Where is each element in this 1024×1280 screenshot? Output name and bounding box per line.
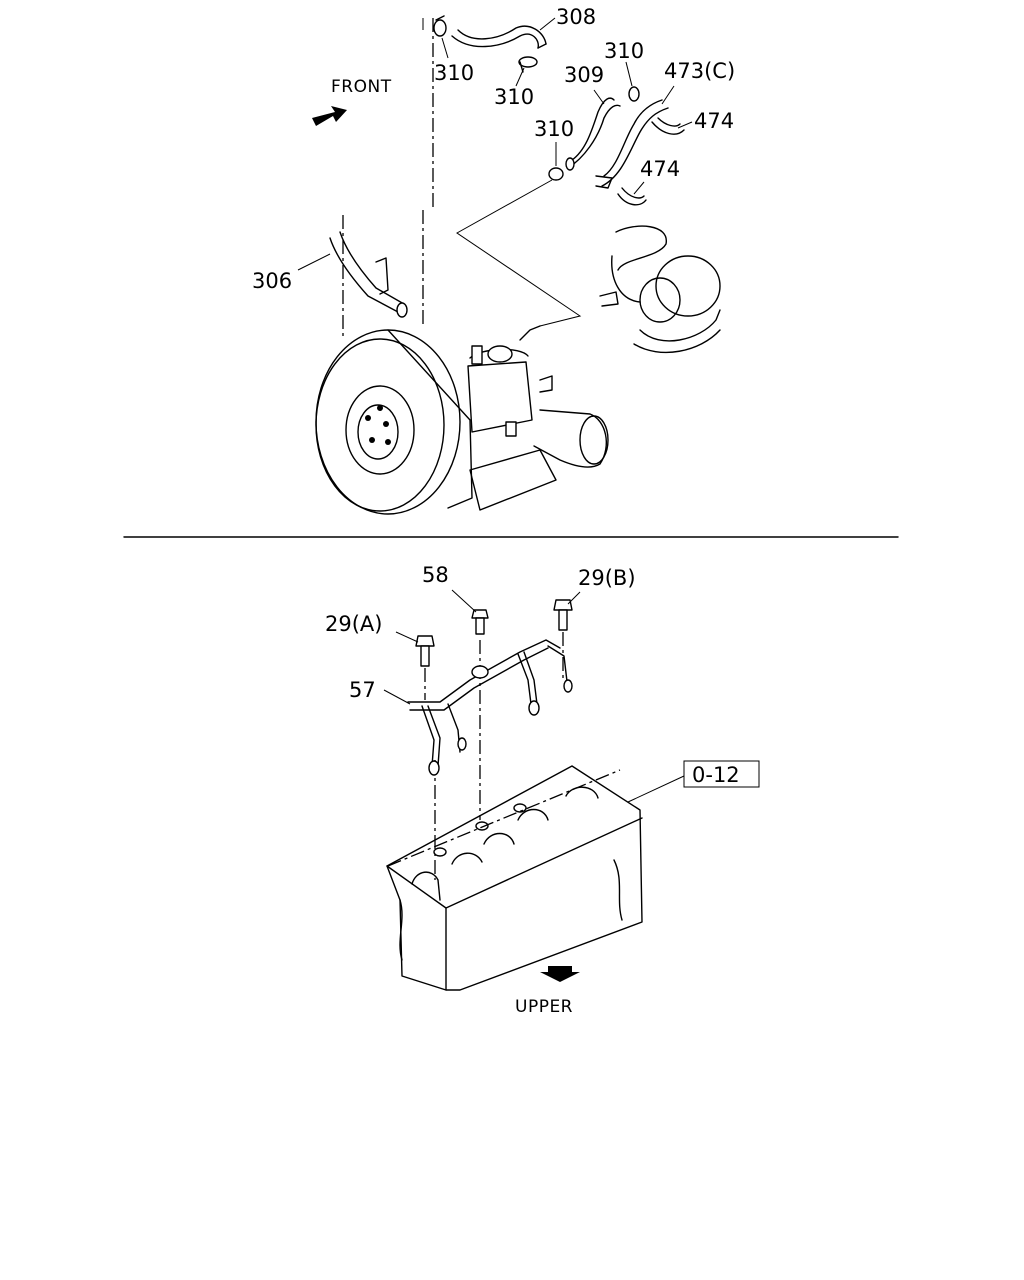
clip-474-icon: [651, 117, 685, 135]
callout-474: 474: [640, 157, 680, 181]
guide-line: [387, 769, 621, 867]
oil-cooler-assembly: [467, 325, 609, 511]
lower-figure: UPPER 0-12 58 29(B) 29(A) 57: [325, 563, 760, 1017]
clamp-310-icon: [518, 56, 538, 73]
front-arrow-icon: [312, 106, 347, 126]
hose-309: [565, 97, 621, 171]
oil-jet-pipe-57: [407, 639, 573, 776]
upper-figure: FRONT: [252, 5, 735, 515]
hose-308: [451, 25, 547, 49]
callout-29a: 29(A): [325, 612, 382, 636]
callout-310: 310: [494, 85, 534, 109]
upper-label: UPPER: [515, 997, 573, 1017]
flywheel: [315, 329, 473, 515]
callout-57: 57: [349, 678, 376, 702]
leader-lines: [383, 589, 581, 705]
clamp-310-icon: [548, 167, 564, 181]
callout-309: 309: [564, 63, 604, 87]
clamp-310-icon: [433, 15, 447, 37]
leader-lines: [297, 17, 693, 271]
pipe-306: [329, 231, 408, 318]
leader-line: [456, 179, 582, 327]
clip-474-icon: [617, 187, 647, 206]
bolt-58-icon: [471, 609, 489, 635]
callout-308: 308: [556, 5, 596, 29]
bolt-29a-icon: [415, 635, 435, 667]
callout-310: 310: [604, 39, 644, 63]
reference-box: [683, 760, 760, 788]
reference-box-label: 0-12: [692, 763, 740, 787]
cylinder-block: [386, 765, 643, 991]
front-label: FRONT: [331, 77, 392, 97]
callout-310: 310: [434, 61, 474, 85]
heater-unit: [599, 225, 721, 354]
leader-line: [627, 775, 685, 803]
callout-306: 306: [252, 269, 292, 293]
callout-29b: 29(B): [578, 566, 636, 590]
clamp-310-icon: [628, 86, 640, 102]
callout-473c: 473(C): [664, 59, 735, 83]
pipe-473c: [595, 99, 669, 189]
upper-arrow-icon: [540, 966, 580, 982]
callout-474: 474: [694, 109, 734, 133]
callout-310: 310: [534, 117, 574, 141]
callout-58: 58: [422, 563, 449, 587]
bolt-29b-icon: [553, 599, 573, 631]
